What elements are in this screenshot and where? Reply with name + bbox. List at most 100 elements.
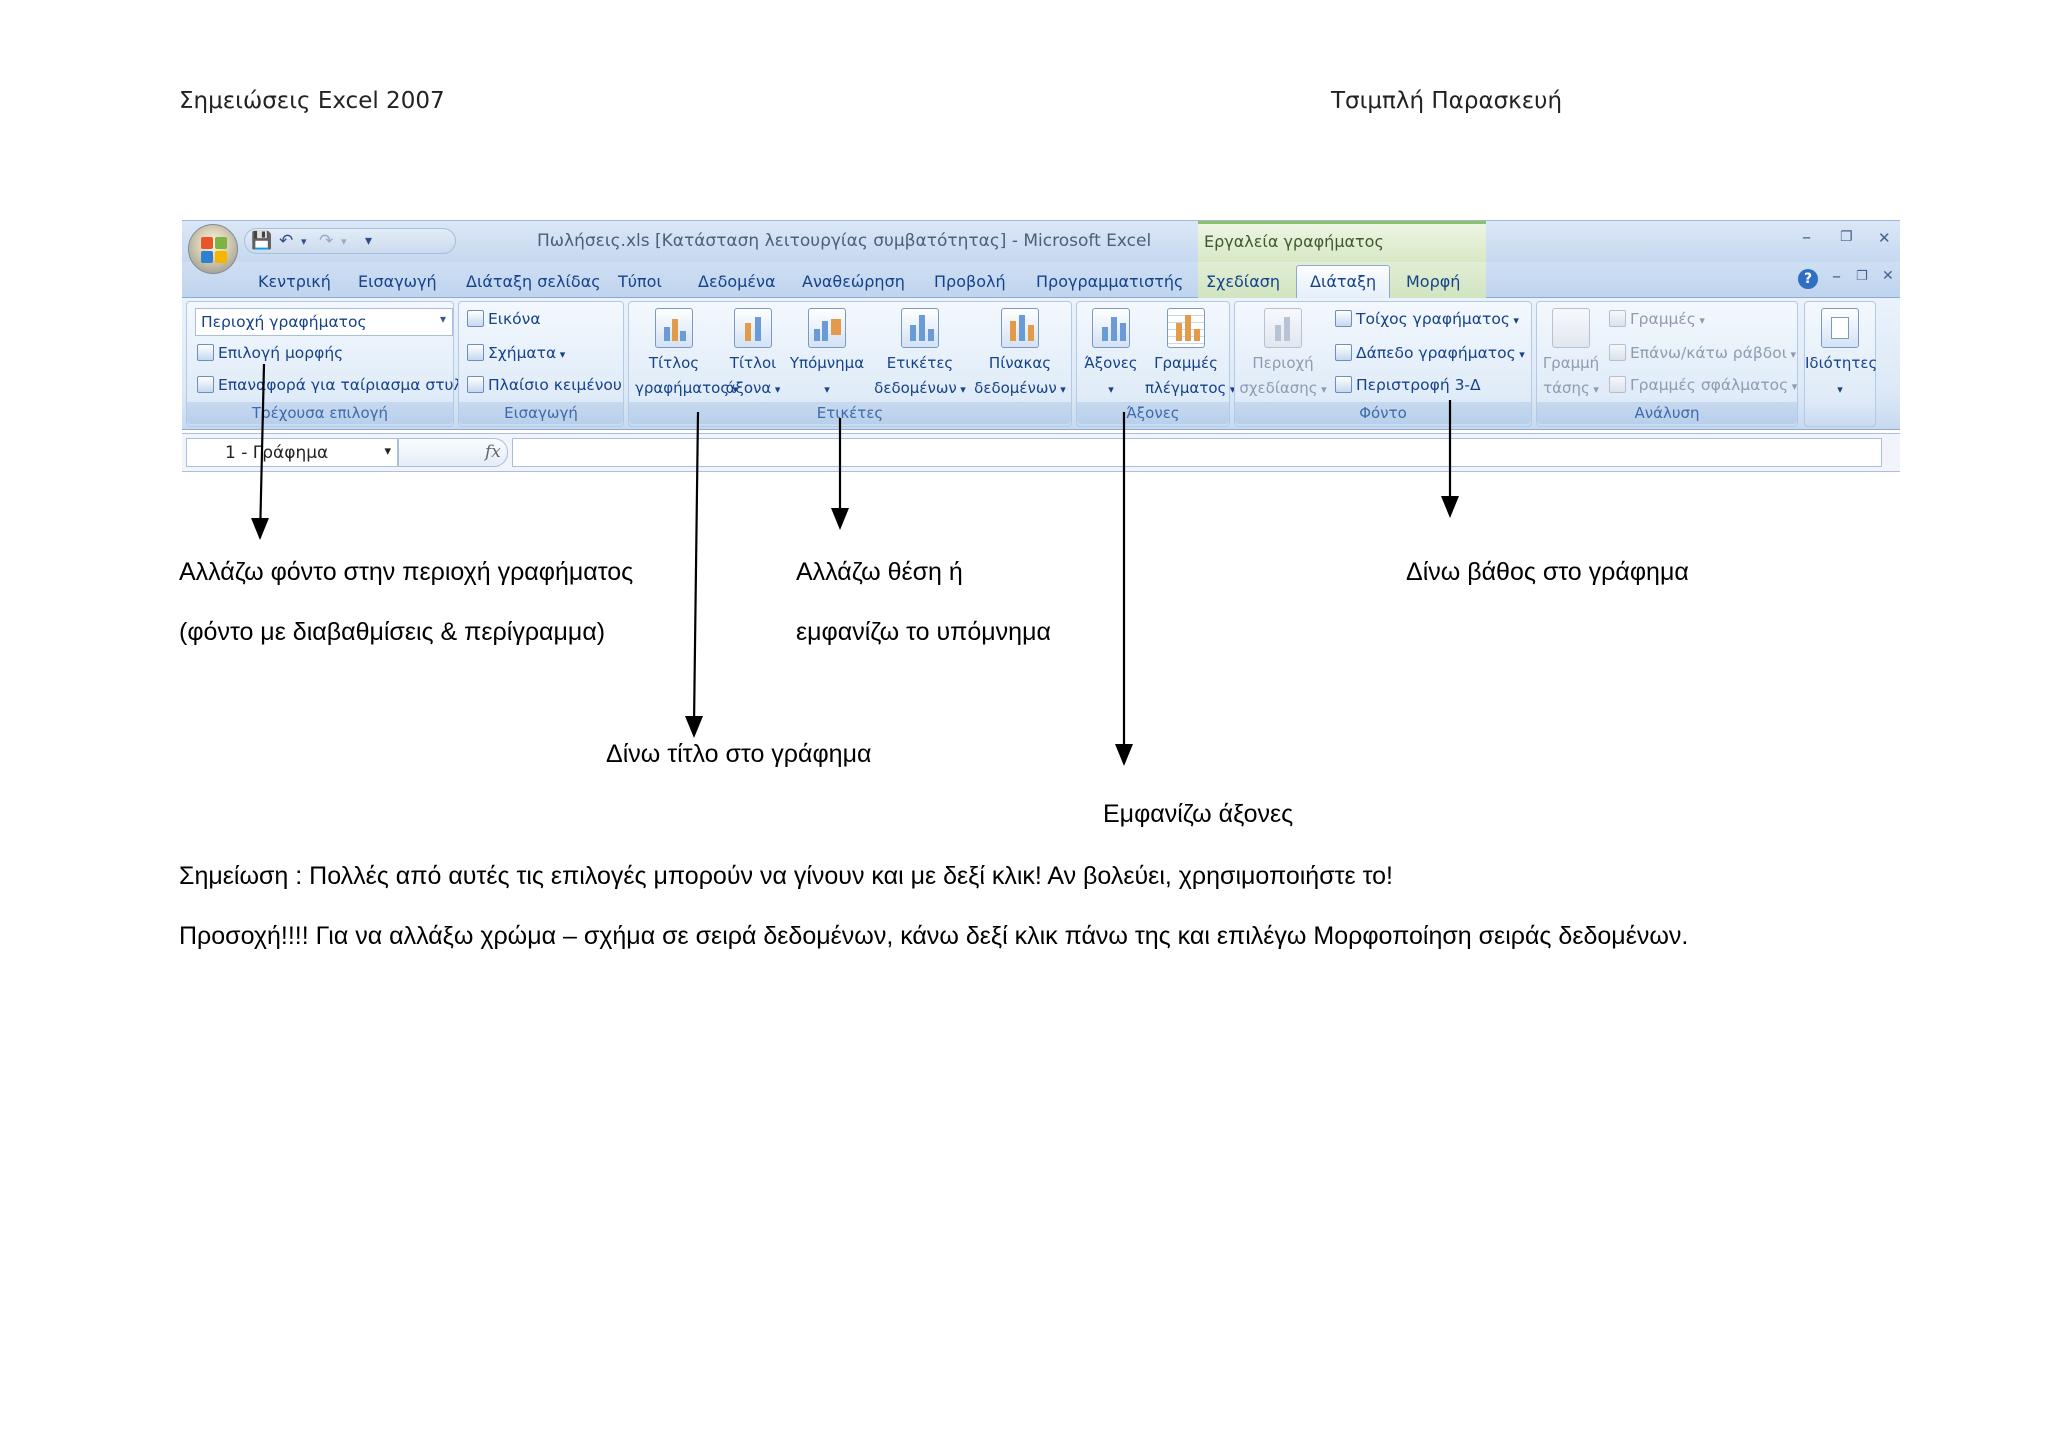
axes-button[interactable]: Άξονες ▾ xyxy=(1079,308,1143,399)
insert-shapes-label: Σχήματα xyxy=(488,344,557,362)
reset-to-match-label: Επαναφορά για ταίριασμα στυλ xyxy=(218,376,463,394)
trendline-icon xyxy=(1552,308,1590,348)
insert-shapes-button[interactable]: Σχήματα ▾ xyxy=(467,344,565,362)
redo-icon[interactable]: ↷ xyxy=(319,231,334,251)
reset-to-match-style-button[interactable]: Επαναφορά για ταίριασμα στυλ xyxy=(197,376,463,394)
chart-elements-dropdown[interactable]: Περιοχή γραφήματος ▾ xyxy=(195,308,453,336)
arrowhead-chart-area xyxy=(251,518,269,540)
insert-function-area: fx xyxy=(398,438,508,467)
ribbon-close-icon[interactable]: ✕ xyxy=(1882,268,1894,284)
formula-bar: 1 - Γράφημα ▾ fx xyxy=(182,433,1900,472)
reset-style-icon xyxy=(197,376,214,393)
up-down-bars-icon xyxy=(1609,344,1626,361)
3d-rotation-button[interactable]: Περιστροφή 3-Δ xyxy=(1335,376,1481,394)
axis-titles-label-1: Τίτλοι xyxy=(729,354,777,372)
annotation-legend-2: εμφανίζω το υπόμνημα xyxy=(796,618,1051,646)
3d-rotation-icon xyxy=(1335,376,1352,393)
insert-picture-button[interactable]: Εικόνα xyxy=(467,310,541,328)
ribbon-restore-icon[interactable]: ❐ xyxy=(1856,269,1868,284)
axis-titles-button[interactable]: Τίτλοι άξονα ▾ xyxy=(723,308,783,399)
tab-data[interactable]: Δεδομένα xyxy=(698,272,776,291)
tab-layout[interactable]: Διάταξη xyxy=(1296,265,1391,299)
name-box[interactable]: 1 - Γράφημα ▾ xyxy=(186,438,398,467)
trendline-label-1: Γραμμή xyxy=(1542,354,1600,372)
chart-tools-label: Εργαλεία γραφήματος xyxy=(1204,232,1384,251)
arrowhead-legend xyxy=(831,508,849,530)
arrowhead-chart-title xyxy=(685,716,703,738)
chart-wall-button[interactable]: Τοίχος γραφήματος ▾ xyxy=(1335,310,1519,328)
chart-title-button[interactable]: Τίτλος γραφήματος ▾ xyxy=(635,308,738,399)
help-icon[interactable]: ? xyxy=(1798,269,1818,289)
window-title: Πωλήσεις.xls [Κατάσταση λειτουργίας συμβ… xyxy=(537,231,1152,251)
gridlines-icon xyxy=(1167,308,1205,348)
3d-rotation-label: Περιστροφή 3-Δ xyxy=(1356,376,1481,394)
tab-design[interactable]: Σχεδίαση xyxy=(1206,272,1281,291)
undo-icon[interactable]: ↶ xyxy=(279,231,294,251)
axes-icon xyxy=(1092,308,1130,348)
tab-page-layout[interactable]: Διάταξη σελίδας xyxy=(466,272,601,291)
fx-icon[interactable]: fx xyxy=(485,442,501,462)
chart-elements-value: Περιοχή γραφήματος xyxy=(201,313,367,331)
properties-label: Ιδιότητες xyxy=(1805,354,1878,372)
plot-area-icon xyxy=(1264,308,1302,348)
excel-ribbon-screenshot: 💾 ↶ ▾ ↷ ▾ ▾ Πωλήσεις.xls [Κατάσταση λειτ… xyxy=(182,220,1900,472)
data-table-label-2: δεδομένων xyxy=(974,379,1057,397)
trendline-button[interactable]: Γραμμή τάσης ▾ xyxy=(1539,308,1603,399)
legend-button[interactable]: Υπόμνημα ▾ xyxy=(789,308,865,399)
save-icon[interactable]: 💾 xyxy=(251,231,273,251)
tab-view[interactable]: Προβολή xyxy=(934,272,1006,291)
title-bar: 💾 ↶ ▾ ↷ ▾ ▾ Πωλήσεις.xls [Κατάσταση λειτ… xyxy=(182,220,1900,263)
data-labels-label-1: Ετικέτες xyxy=(886,354,954,372)
group-axes: Άξονες ▾ Γραμμές πλέγματος ▾ Άξονες xyxy=(1076,301,1235,427)
data-labels-button[interactable]: Ετικέτες δεδομένων ▾ xyxy=(873,308,967,399)
axis-titles-icon xyxy=(734,308,772,348)
tab-home[interactable]: Κεντρική xyxy=(258,272,331,291)
annotation-legend-1: Αλλάζω θέση ή xyxy=(796,558,963,586)
restore-icon[interactable]: ❐ xyxy=(1840,229,1853,245)
insert-text-box-button[interactable]: Πλαίσιο κειμένου xyxy=(467,376,622,394)
gridlines-button[interactable]: Γραμμές πλέγματος ▾ xyxy=(1145,308,1235,399)
data-table-button[interactable]: Πίνακας δεδομένων ▾ xyxy=(973,308,1067,399)
customize-qat-icon[interactable]: ▾ xyxy=(365,233,373,249)
arrowhead-axes xyxy=(1115,744,1133,766)
legend-icon xyxy=(808,308,846,348)
chart-floor-icon xyxy=(1335,344,1352,361)
plot-area-button[interactable]: Περιοχή σχεδίασης ▾ xyxy=(1237,308,1329,399)
format-selection-icon xyxy=(197,344,214,361)
tab-format[interactable]: Μορφή xyxy=(1406,272,1461,291)
name-box-value: 1 - Γράφημα xyxy=(225,443,329,463)
picture-icon xyxy=(467,310,484,327)
annotation-chart-area-1: Αλλάζω φόντο στην περιοχή γραφήματος xyxy=(179,558,634,586)
chart-floor-label: Δάπεδο γραφήματος xyxy=(1356,344,1516,362)
chart-floor-button[interactable]: Δάπεδο γραφήματος ▾ xyxy=(1335,344,1525,362)
tab-review[interactable]: Αναθεώρηση xyxy=(802,272,905,291)
group-labels: Τίτλος γραφήματος ▾ Τίτλοι άξονα ▾ Υπόμν… xyxy=(628,301,1072,427)
office-button[interactable] xyxy=(188,224,238,274)
properties-icon xyxy=(1821,308,1859,348)
tab-developer[interactable]: Προγραμματιστής xyxy=(1036,272,1184,291)
properties-button[interactable]: Ιδιότητες ▾ xyxy=(1805,308,1878,399)
annotation-depth: Δίνω βάθος στο γράφημα xyxy=(1406,558,1689,586)
data-labels-label-2: δεδομένων xyxy=(874,379,957,397)
format-selection-button[interactable]: Επιλογή μορφής xyxy=(197,344,343,362)
lines-button[interactable]: Γραμμές ▾ xyxy=(1609,310,1705,328)
formula-input[interactable] xyxy=(512,438,1882,467)
plot-area-label-1: Περιοχή xyxy=(1252,354,1314,372)
tab-insert[interactable]: Εισαγωγή xyxy=(358,272,437,291)
minimize-icon[interactable]: – xyxy=(1802,227,1811,248)
up-down-bars-button[interactable]: Επάνω/κάτω ράβδοι ▾ xyxy=(1609,344,1796,362)
group-label-background: Φόντο xyxy=(1235,402,1531,424)
group-analysis: Γραμμή τάσης ▾ Γραμμές ▾ Επάνω/κάτω ράβδ… xyxy=(1536,301,1798,427)
note-right-click: Σημείωση : Πολλές από αυτές τις επιλογές… xyxy=(179,862,1393,890)
error-bars-button[interactable]: Γραμμές σφάλματος ▾ xyxy=(1609,376,1797,394)
chart-wall-icon xyxy=(1335,310,1352,327)
undo-dropdown-icon[interactable]: ▾ xyxy=(301,235,307,248)
axes-label: Άξονες xyxy=(1084,354,1138,372)
redo-dropdown-icon[interactable]: ▾ xyxy=(341,235,347,248)
ribbon-minimize-icon[interactable]: – xyxy=(1832,266,1841,287)
tab-formulas[interactable]: Τύποι xyxy=(618,272,662,291)
error-bars-label: Γραμμές σφάλματος xyxy=(1630,376,1789,394)
close-icon[interactable]: ✕ xyxy=(1878,229,1891,247)
chart-title-label-2: γραφήματος xyxy=(635,379,730,397)
